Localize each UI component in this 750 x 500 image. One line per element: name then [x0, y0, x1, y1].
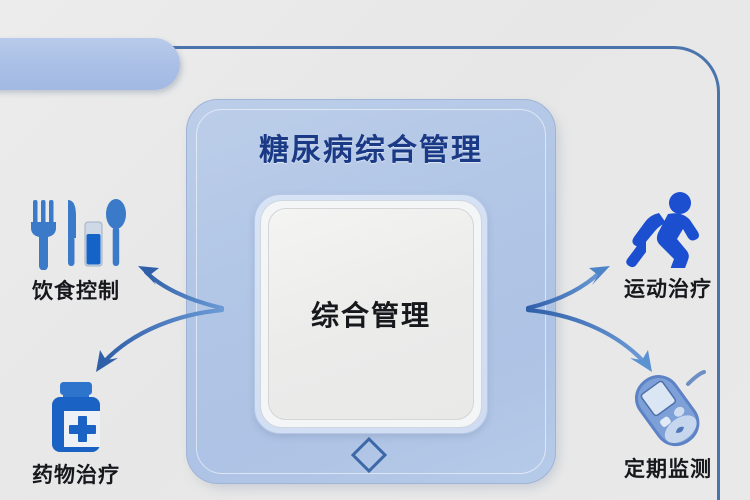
- corner-tab-decoration: [0, 38, 180, 90]
- node-exercise-therapy-label: 运动治疗: [624, 278, 712, 301]
- cutlery-icon: [6, 194, 146, 270]
- node-exercise-therapy[interactable]: 运动治疗: [598, 192, 738, 303]
- diamond-icon: [351, 437, 387, 473]
- medicine-bottle-icon: [6, 378, 146, 454]
- node-drug-therapy-label: 药物治疗: [32, 464, 120, 487]
- node-regular-monitoring-label: 定期监测: [624, 458, 712, 481]
- glucose-meter-icon: [598, 370, 738, 448]
- node-drug-therapy[interactable]: 药物治疗: [6, 378, 146, 489]
- node-diet-control-label: 饮食控制: [32, 280, 120, 303]
- node-diet-control[interactable]: 饮食控制: [6, 194, 146, 305]
- outer-frame-border: [0, 46, 720, 500]
- center-card-label: 综合管理: [310, 300, 431, 331]
- page-title: 糖尿病综合管理: [259, 134, 483, 167]
- node-regular-monitoring[interactable]: 定期监测: [598, 370, 738, 483]
- center-card: 综合管理: [268, 208, 474, 420]
- running-person-icon: [598, 192, 738, 268]
